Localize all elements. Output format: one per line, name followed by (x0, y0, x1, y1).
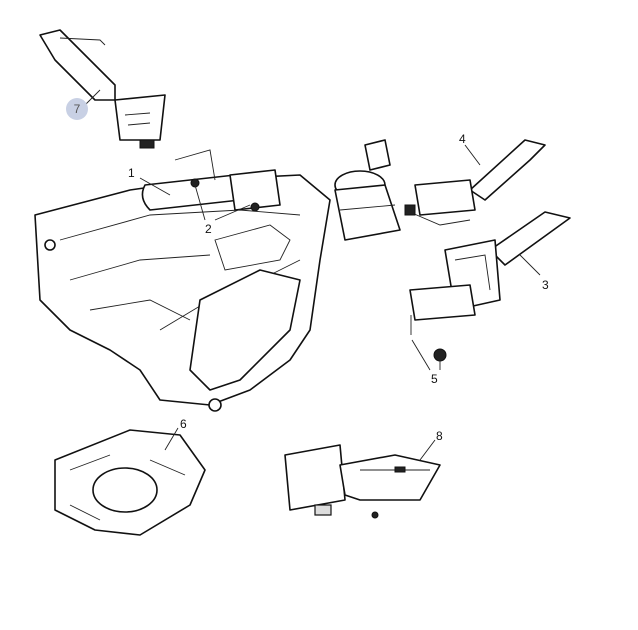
callout-8[interactable]: 8 (436, 429, 443, 443)
part-7-wiper-switch (39, 29, 166, 149)
part-8-switch (284, 444, 441, 519)
part-6-clock-spring (54, 429, 206, 536)
callout-3[interactable]: 3 (542, 278, 549, 292)
callout-2[interactable]: 2 (205, 222, 212, 236)
callout-5[interactable]: 5 (431, 372, 438, 386)
steering-shaft (334, 139, 401, 241)
leader-lines (84, 89, 541, 461)
part-3-lever (409, 211, 571, 362)
steering-column-frame (34, 174, 331, 412)
callout-4[interactable]: 4 (459, 132, 466, 146)
part-1-indicator-switch (141, 149, 281, 212)
part-4-lever (404, 139, 546, 226)
callout-7[interactable]: 7 (66, 98, 88, 120)
callout-6[interactable]: 6 (180, 417, 187, 431)
callout-1[interactable]: 1 (128, 166, 135, 180)
